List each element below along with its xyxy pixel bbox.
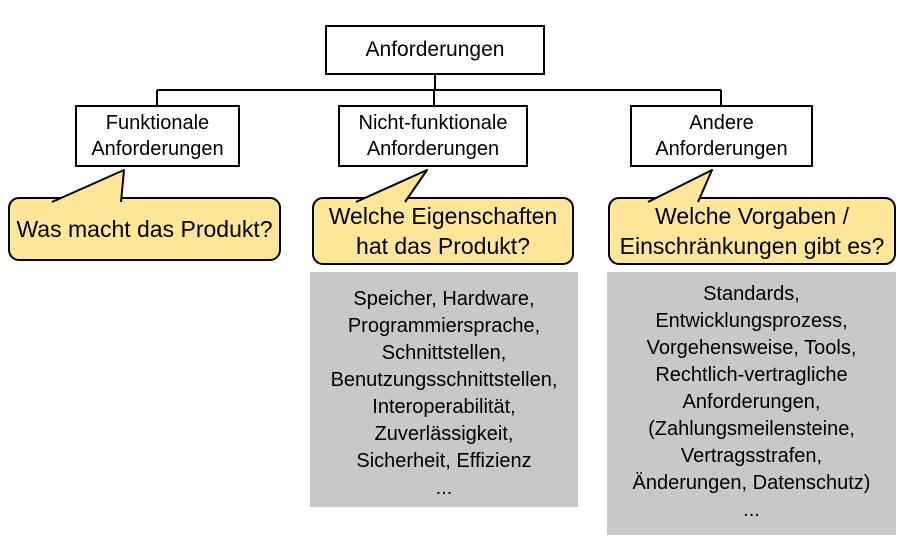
callout-was-macht-das-produkt: Was macht das Produkt? <box>8 197 281 261</box>
callout-welche-vorgaben: Welche Vorgaben /Einschränkungen gibt es… <box>608 197 896 265</box>
detail-box-nicht-funktionale: Speicher, Hardware,Programmiersprache,Sc… <box>310 272 578 507</box>
tree-root-box-anforderungen: Anforderungen <box>325 25 545 75</box>
detail-box-andere: Standards,Entwicklungsprozess,Vorgehensw… <box>607 272 896 535</box>
